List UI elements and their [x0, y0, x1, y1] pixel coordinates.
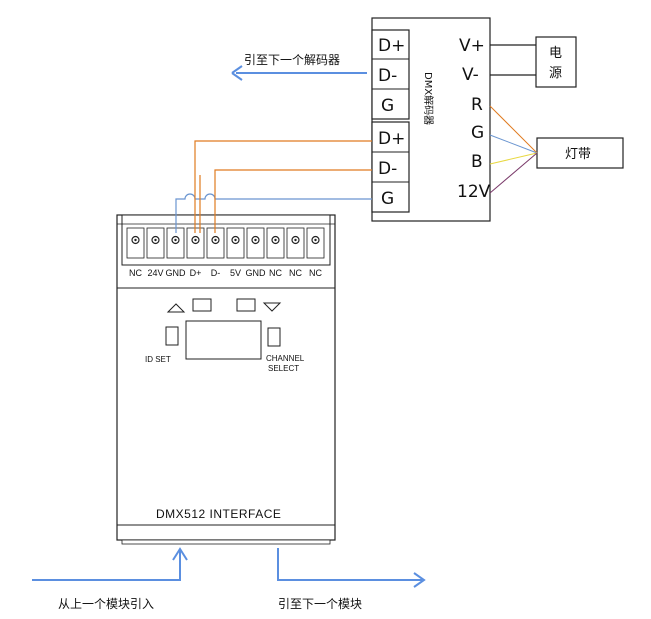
- led-strip-label: 灯带: [565, 147, 591, 162]
- arrow-right-icon: [413, 572, 426, 588]
- decoder-title: DMX解码器: [422, 72, 435, 125]
- channel-label: CHANNEL: [266, 354, 305, 363]
- decoder-vplus: V+: [459, 36, 485, 56]
- signal-wires: [175, 140, 372, 233]
- terminal-screw-center: [154, 238, 157, 242]
- wire-r: [489, 105, 538, 154]
- wire-b: [489, 152, 538, 165]
- terminal-label: NC: [309, 268, 322, 278]
- select-label: SELECT: [268, 364, 299, 373]
- terminal-label: GND: [246, 268, 267, 278]
- decoder-upper-dminus: D-: [378, 66, 397, 86]
- terminal-screw-center: [314, 238, 317, 242]
- terminal-label: NC: [289, 268, 302, 278]
- decoder-12v: 12V: [457, 182, 491, 202]
- terminal-screw-center: [274, 238, 277, 242]
- wire-dplus: [194, 140, 372, 233]
- terminal-screw-center: [134, 238, 137, 242]
- decoder-lower-dminus: D-: [378, 159, 397, 179]
- decoder-upper-dplus: D+: [378, 36, 405, 56]
- wire-g: [489, 134, 538, 154]
- terminal-screw-center: [254, 238, 257, 242]
- decoder-vminus: V-: [462, 65, 479, 85]
- terminal-label: D-: [211, 268, 221, 278]
- id-set-button[interactable]: [165, 326, 179, 346]
- terminal-screw-center: [214, 238, 217, 242]
- led-strip: 灯带: [489, 105, 624, 194]
- terminal-label: NC: [129, 268, 142, 278]
- channel-select-button[interactable]: [267, 327, 281, 347]
- terminal-screw-center: [174, 238, 177, 242]
- to-next-decoder: 引至下一个解码器: [231, 53, 367, 81]
- power-label-2: 源: [549, 66, 562, 81]
- decoder-lower-dplus: D+: [378, 129, 405, 149]
- terminal-label: 24V: [147, 268, 163, 278]
- wire-12v: [489, 152, 538, 194]
- from-prev-module: 从上一个模块引入: [32, 547, 188, 611]
- to-next-module: 引至下一个模块: [277, 548, 426, 611]
- arrow-up-icon: [172, 547, 188, 561]
- up-arrow-icon[interactable]: [166, 303, 186, 313]
- power-supply: 电 源: [490, 36, 577, 88]
- display-screen: [185, 320, 262, 360]
- terminal-screw-center: [194, 238, 197, 242]
- decoder-r: R: [471, 95, 483, 115]
- decoder-g: G: [471, 123, 484, 143]
- arrow-left-icon: [231, 65, 243, 81]
- power-label-1: 电: [549, 46, 562, 61]
- up-button[interactable]: [192, 298, 212, 312]
- decoder-upper-g: G: [381, 96, 394, 116]
- dmx-decoder: D+ D- G D+ D- G DMX解码器 V+ V- R G B 12V: [371, 17, 491, 222]
- decoder-lower-g: G: [381, 189, 394, 209]
- terminal-screw-center: [234, 238, 237, 242]
- down-arrow-icon[interactable]: [262, 302, 282, 312]
- wire-dminus: [214, 169, 372, 233]
- to-next-module-label: 引至下一个模块: [278, 597, 362, 611]
- terminal-label: 5V: [230, 268, 241, 278]
- terminal-screw-center: [294, 238, 297, 242]
- decoder-b: B: [471, 152, 483, 172]
- from-prev-module-label: 从上一个模块引入: [58, 597, 154, 611]
- terminal-label: GND: [166, 268, 187, 278]
- to-next-decoder-label: 引至下一个解码器: [244, 53, 340, 67]
- down-button[interactable]: [236, 298, 256, 312]
- interface-label: DMX512 INTERFACE: [156, 507, 281, 521]
- id-set-label: ID SET: [145, 355, 171, 364]
- terminal-label: NC: [269, 268, 282, 278]
- terminal-label: D+: [190, 268, 202, 278]
